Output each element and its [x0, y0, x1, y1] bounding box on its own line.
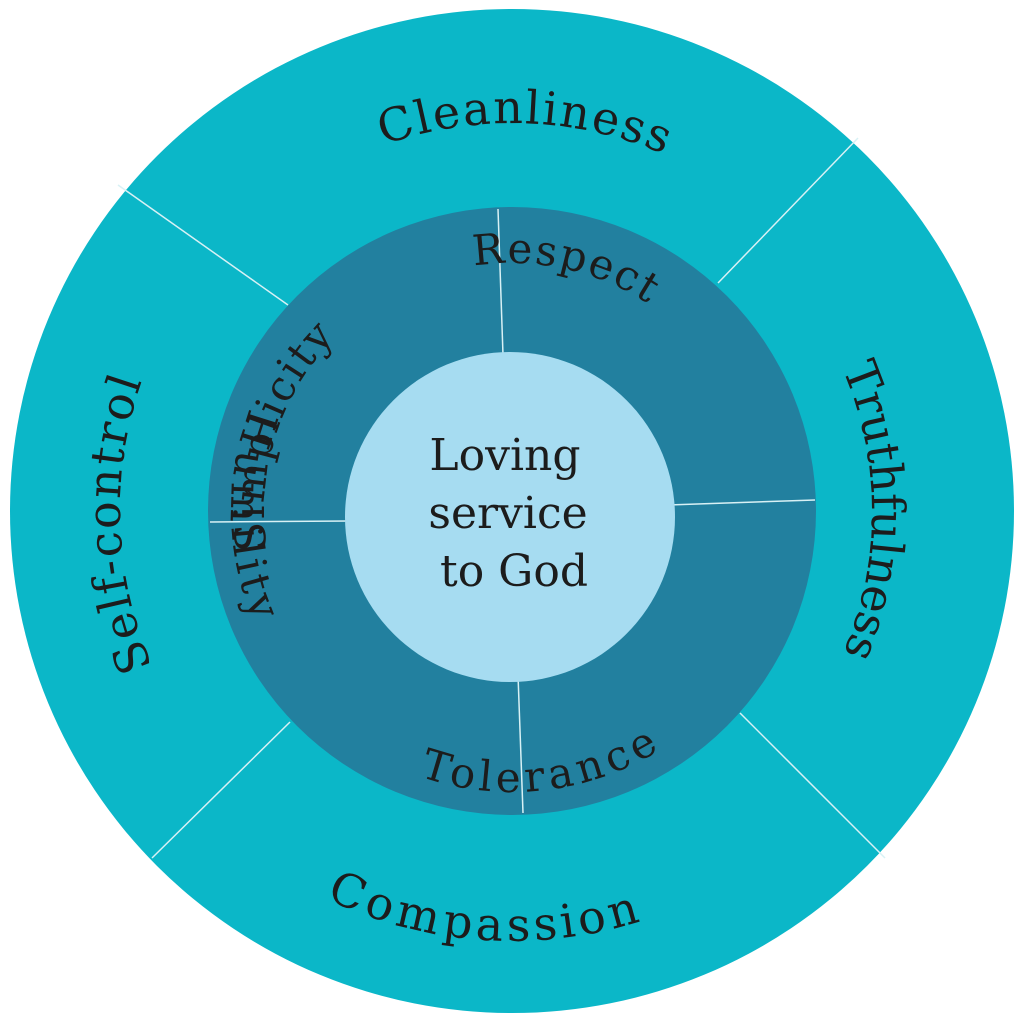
inner-divider-right: [667, 499, 816, 506]
center-line-2: service: [428, 488, 587, 539]
inner-divider-top: [497, 208, 504, 356]
center-disc: [345, 352, 675, 682]
inner-dividers: [209, 208, 816, 814]
outer-divider-top-left: [117, 184, 289, 306]
center-line-1: Loving: [429, 430, 580, 481]
center-line-3: to God: [440, 546, 588, 597]
outer-divider-bottom-left: [151, 721, 291, 859]
outer-dividers: [117, 137, 886, 859]
inner-divider-left: [209, 520, 351, 523]
inner-divider-bottom: [517, 674, 524, 814]
outer-divider-top-right: [717, 137, 859, 284]
outer-divider-bottom-right: [739, 712, 886, 859]
center-text: Loving service to God: [428, 430, 601, 597]
